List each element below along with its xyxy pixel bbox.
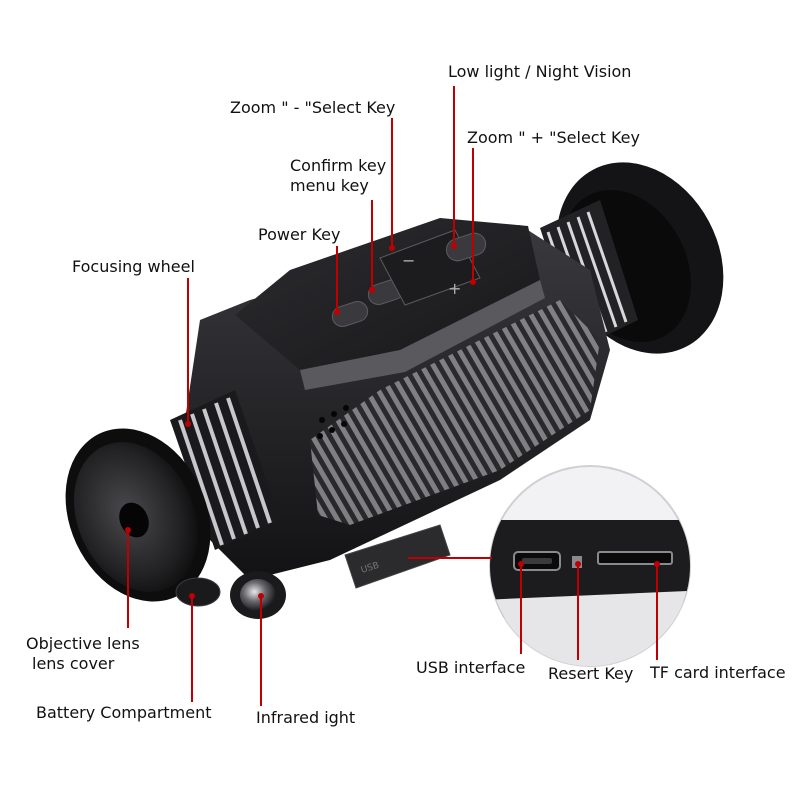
label-battery: Battery Compartment [36,703,212,722]
battery-compartment [175,577,221,607]
label-confirm-line2: menu key [290,176,369,195]
night-vision-button[interactable] [444,230,489,263]
objective-lens [65,428,211,602]
label-power-key: Power Key [258,225,341,244]
label-objective-line2: lens cover [32,654,115,673]
label-objective-lens: Objective lens lens cover [26,634,140,674]
focusing-wheel [170,390,280,550]
label-confirm-line1: Confirm key [290,156,387,175]
label-reset: Resert Key [548,664,634,683]
button-panel: − + [330,229,489,329]
speaker-grille [317,405,349,439]
leader-dots [125,243,660,599]
label-objective-line1: Objective lens [26,634,140,653]
label-zoom-minus: Zoom " - "Select Key [230,98,396,117]
zoom-plus-symbol[interactable]: + [448,279,461,298]
infrared-light [230,571,286,619]
label-focusing-wheel: Focusing wheel [72,257,195,276]
zoom-minus-symbol[interactable]: − [402,251,415,270]
tf-card-slot [597,551,673,565]
port-cover [344,524,451,589]
label-low-light: Low light / Night Vision [448,62,632,81]
ports-inset [489,465,691,667]
leader-lines [127,86,658,706]
carbon-panel [310,300,600,525]
label-infrared: Infrared ight [256,708,356,727]
label-zoom-plus: Zoom " + "Select Key [467,128,640,147]
label-usb: USB interface [416,658,526,677]
label-tf: TF card interface [650,663,786,682]
label-confirm-key: Confirm key menu key [290,156,386,196]
power-button[interactable] [330,299,370,329]
